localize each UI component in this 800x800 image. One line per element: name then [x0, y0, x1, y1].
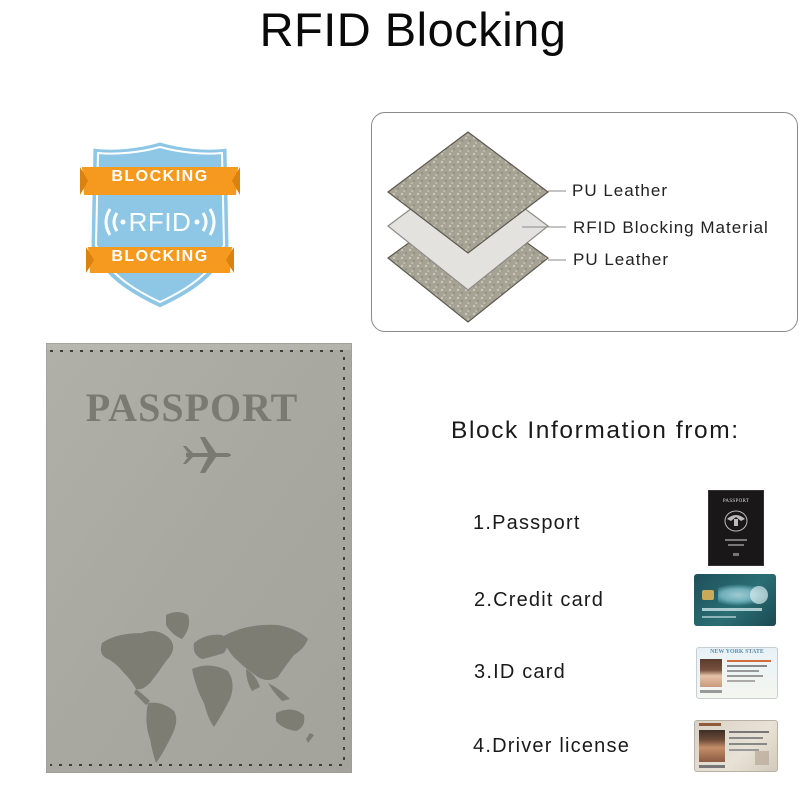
passport-thumbnail-text: PASSPORT	[722, 499, 750, 504]
id-card-header-text: NEW YORK STATE	[710, 649, 764, 655]
layer-label-middle: RFID Blocking Material	[573, 218, 769, 237]
badge-top-ribbon-text: BLOCKING	[111, 168, 209, 185]
eagle-seal-icon	[724, 510, 748, 532]
airplane-icon	[183, 437, 231, 473]
block-item-id-card: 3.ID card	[474, 661, 566, 683]
block-item-passport: 1.Passport	[473, 512, 581, 534]
license-photo	[699, 730, 725, 762]
world-map-emboss	[100, 612, 314, 763]
rfid-blocking-badge: BLOCKING RFID BLOCKING	[80, 137, 240, 312]
passport-cover: PASSPORT	[45, 342, 353, 774]
chip-icon	[702, 590, 714, 600]
passport-cover-image: PASSPORT	[45, 342, 353, 774]
page-title: RFID Blocking	[259, 3, 567, 56]
driver-license-thumbnail	[694, 720, 778, 772]
passport-emboss-text: PASSPORT	[86, 385, 299, 430]
id-photo	[700, 659, 722, 687]
block-info-heading: Block Information from:	[451, 417, 740, 444]
block-item-driver-license: 4.Driver license	[473, 735, 631, 757]
id-card-thumbnail: NEW YORK STATE	[696, 647, 778, 699]
shield-icon	[80, 139, 240, 311]
passport-thumbnail: PASSPORT	[708, 490, 764, 566]
badge-bottom-ribbon-text: BLOCKING	[111, 248, 209, 265]
layer-label-top: PU Leather	[572, 181, 668, 200]
layer-label-bottom: PU Leather	[573, 250, 669, 269]
credit-card-thumbnail	[694, 574, 776, 626]
block-item-credit-card: 2.Credit card	[474, 589, 605, 611]
material-layers-diagram	[387, 131, 566, 323]
badge-center-text: RFID	[128, 207, 192, 237]
